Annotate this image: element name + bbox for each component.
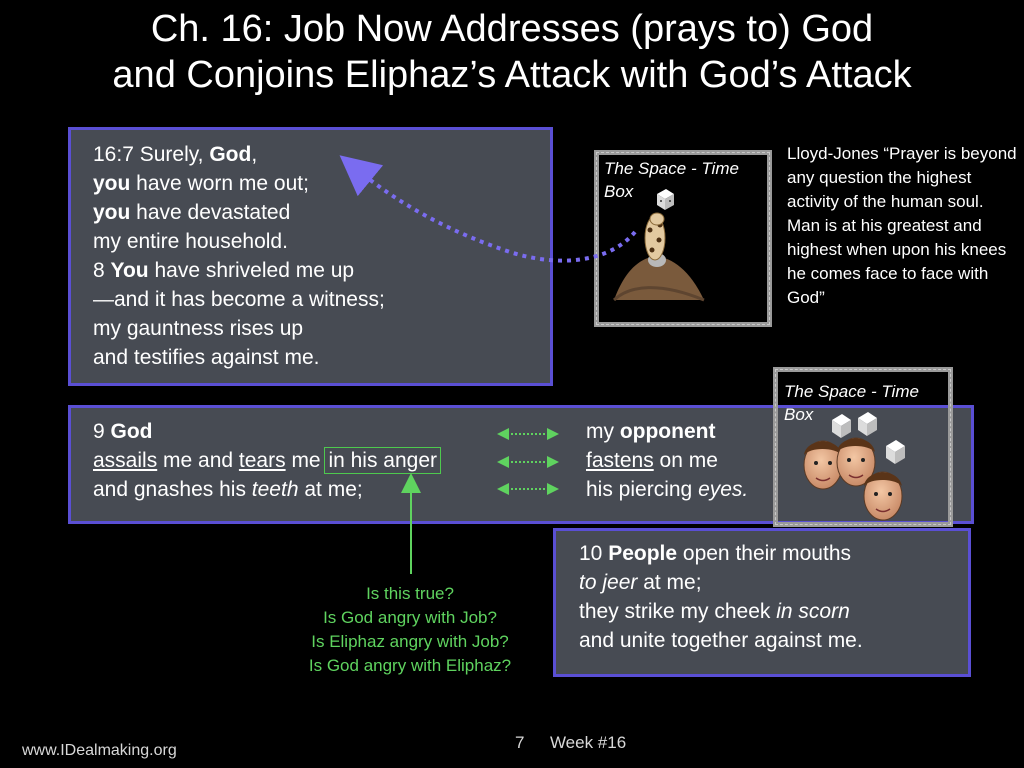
dotted-arrow-icon xyxy=(339,155,637,263)
questions-list: Is this true? Is God angry with Job? Is … xyxy=(270,582,550,678)
question-1: Is this true? xyxy=(366,584,454,603)
verse-box-10 xyxy=(553,528,971,677)
question-4: Is God angry with Eliphaz? xyxy=(308,656,512,675)
praying-figure-icon xyxy=(612,212,705,302)
title-line-1: Ch. 16: Job Now Addresses (prays to) God xyxy=(150,8,874,50)
title-line-2: and Conjoins Eliphaz’s Attack with God’s… xyxy=(112,54,912,96)
space-time-box-label-2: The Space - Time Box xyxy=(784,382,919,424)
verse-text-7-8: 16:7 Surely, God, you have worn me out; … xyxy=(93,143,385,369)
in-his-anger-highlight: in his anger xyxy=(324,447,442,474)
footer-website: www.IDealmaking.org xyxy=(22,742,177,759)
week-label: Week #16 xyxy=(549,733,627,752)
cartoon-face-icon xyxy=(836,437,876,487)
cartoon-face-icon xyxy=(863,471,903,521)
white-dice-icon xyxy=(832,414,851,438)
white-dice-icon xyxy=(657,189,674,210)
verse-9-left: 9 God assails me and tears me in his ang… xyxy=(93,420,442,501)
verse-box-7-8 xyxy=(68,127,553,386)
question-3: Is Eliphaz angry with Job? xyxy=(311,632,509,651)
page-number: 7 xyxy=(515,733,525,752)
white-dice-icon xyxy=(886,440,905,464)
question-2: Is God angry with Job? xyxy=(323,608,497,627)
lloyd-jones-quote: Lloyd-Jones “Prayer is beyond any questi… xyxy=(787,144,1017,307)
verse-9-right: my opponent fastens on me his piercing e… xyxy=(586,420,749,501)
space-time-box-people xyxy=(773,367,953,527)
footer-page-week: 7 Week #16 xyxy=(515,733,626,753)
verse-text-10: 10 People open their mouths to jeer at m… xyxy=(579,542,863,652)
space-time-box-label-1: The Space - Time Box xyxy=(604,159,739,201)
white-dice-icon xyxy=(858,412,877,436)
slide-title: Ch. 16: Job Now Addresses (prays to) God… xyxy=(0,6,1024,98)
cartoon-face-icon xyxy=(803,440,843,490)
